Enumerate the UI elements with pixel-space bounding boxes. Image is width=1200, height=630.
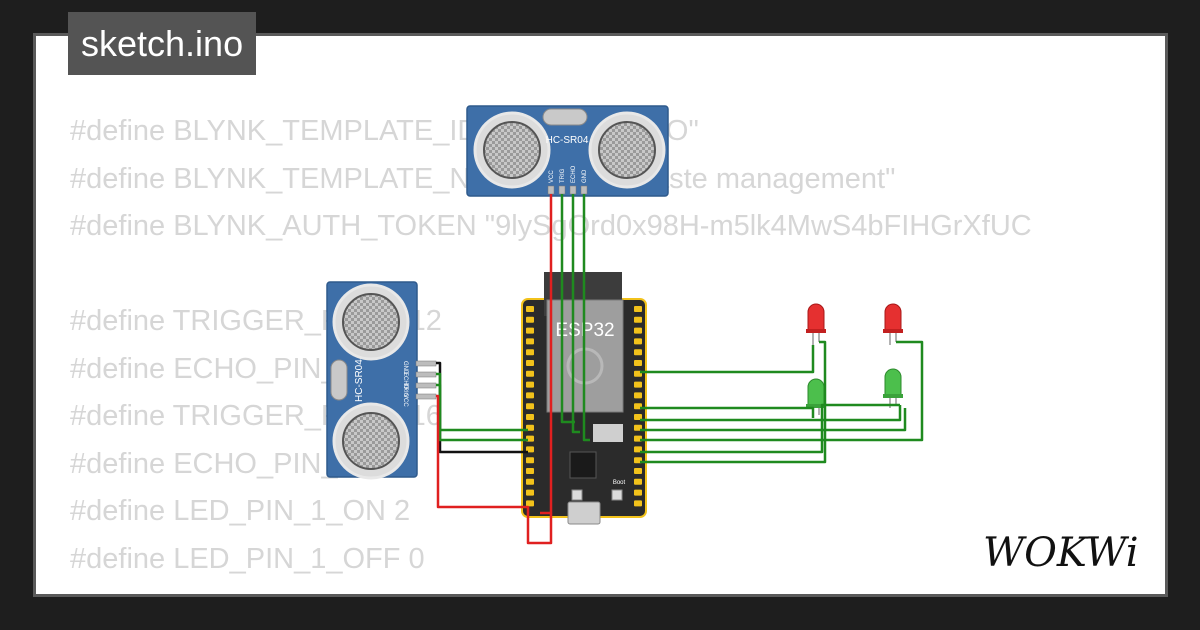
esp32-header-pin[interactable] (634, 306, 642, 312)
esp32-header-pin[interactable] (526, 457, 534, 464)
wokwi-logo-text: WOKWi (983, 530, 1139, 576)
sensor-2-pin[interactable] (415, 360, 437, 367)
code-line: #define LED_PIN_2_ON 4 (70, 583, 1130, 594)
led-green-2[interactable] (883, 368, 903, 408)
sensor-2-pin-label: ECHO (402, 372, 408, 390)
esp32-header-pin[interactable] (526, 306, 534, 312)
esp32-header-pin[interactable] (526, 489, 534, 496)
sensor-2-pin[interactable] (415, 371, 437, 378)
esp32-header-pin[interactable] (634, 349, 642, 356)
esp32-header-pin[interactable] (526, 349, 534, 356)
wire-esp-misc (640, 408, 907, 432)
esp32-header-pin[interactable] (526, 327, 534, 334)
usb-port[interactable] (567, 501, 601, 525)
wokwi-logo: WOKWi (983, 530, 1139, 576)
wire-trig-1 (560, 194, 575, 424)
sensor-1-label: HC-SR04 (546, 135, 589, 146)
esp32-header-pin[interactable] (634, 500, 642, 507)
sensor-1-pin-label: GND (582, 169, 588, 183)
wire-gnd-leds-2 (640, 340, 827, 464)
esp32-header-pin[interactable] (634, 414, 642, 420)
esp32-header-pin[interactable] (526, 370, 534, 377)
wires (436, 194, 924, 545)
esp32-header-pin[interactable] (634, 381, 642, 388)
esp32-header-pin[interactable] (526, 500, 534, 507)
sensor-1-pin[interactable] (569, 185, 577, 195)
esp32-header-pin[interactable] (526, 468, 534, 474)
wire-gnd-leds (640, 403, 900, 454)
boot-label: Boot (613, 480, 626, 486)
sensor-1-pin-label: TRIG (560, 168, 566, 183)
sensor-1-transmitter (483, 121, 541, 179)
esp32-header-pin[interactable] (526, 381, 534, 388)
esp32-header-pin[interactable] (634, 468, 642, 474)
esp32-header-pin[interactable] (526, 414, 534, 420)
sensor-1-pin[interactable] (580, 185, 588, 195)
esp32-header-pin[interactable] (634, 338, 642, 345)
sensor-2-pin-label: VCC (402, 394, 408, 407)
sensor-1-crystal (542, 108, 588, 126)
esp32-header-pin[interactable] (634, 478, 642, 485)
esp32-header-pin[interactable] (634, 360, 642, 366)
wire-gnd-2 (436, 361, 528, 454)
led-red-2[interactable] (883, 303, 903, 345)
code-line: #define LED_PIN_1_OFF 0 (70, 542, 425, 575)
wire-echo-1 (571, 194, 580, 434)
wire-led-green-1 (640, 406, 815, 418)
esp32-left-header[interactable] (526, 306, 534, 507)
wire-echo-2 (436, 372, 528, 432)
usb-uart-chip (569, 451, 597, 479)
sensor-2-pin-label: GND (402, 361, 408, 375)
code-line: #define LED_PIN_1_ON 2 (70, 495, 411, 527)
wire-led-red-1 (640, 345, 815, 374)
sensor-2-pin-label: TRIG (402, 383, 408, 398)
sensor-2-receiver (342, 412, 400, 470)
esp32-header-pin[interactable] (526, 403, 534, 410)
en-button[interactable] (571, 489, 583, 501)
esp32-header-pin[interactable] (526, 338, 534, 345)
file-name-badge: sketch.ino (68, 12, 257, 75)
wire-trig-2 (436, 383, 528, 442)
esp32-header-pin[interactable] (634, 327, 642, 334)
esp32-header-pin[interactable] (634, 316, 642, 323)
sensor-1-pin[interactable] (558, 185, 566, 195)
wire-vcc-2 (436, 394, 553, 545)
wire-led-green-2 (640, 405, 902, 422)
led-red-1[interactable] (806, 303, 826, 345)
wire-led-red-2 (640, 340, 924, 442)
sensor-1-pin-label: VCC (549, 170, 555, 183)
esp32-header-pin[interactable] (634, 489, 642, 496)
wire-gnd-1 (582, 194, 590, 442)
sensor-2-pin[interactable] (415, 382, 437, 389)
ultrasonic-sensor-1[interactable]: HC-SR04 VCC TRIG ECHO GND (466, 105, 669, 197)
sensor-2-crystal (330, 359, 348, 401)
esp32-header-pin[interactable] (634, 392, 642, 399)
sensor-2-pin[interactable] (415, 393, 437, 400)
code-line: #define BLYNK_AUTH_TOKEN "9lySgOrd0x98H-… (70, 210, 1032, 242)
sensor-2-label: HC-SR04 (354, 359, 365, 402)
esp32-header-pin[interactable] (526, 478, 534, 485)
esp32-header-pin[interactable] (526, 316, 534, 323)
code-line: #define ECHO_PIN_1 14 (70, 352, 395, 385)
esp32-header-pin[interactable] (526, 360, 534, 366)
boot-button[interactable] (611, 489, 623, 501)
ultrasonic-sensor-2[interactable]: HC-SR04 GND ECHO TRIG VCC (326, 281, 437, 480)
esp32-header-pin[interactable] (526, 392, 534, 399)
sensor-1-receiver (598, 121, 656, 179)
esp32-chip (593, 424, 623, 442)
sensor-1-pin-label: ECHO (571, 165, 577, 183)
sensor-2-transmitter (342, 293, 400, 351)
sensor-1-pin[interactable] (547, 185, 555, 195)
